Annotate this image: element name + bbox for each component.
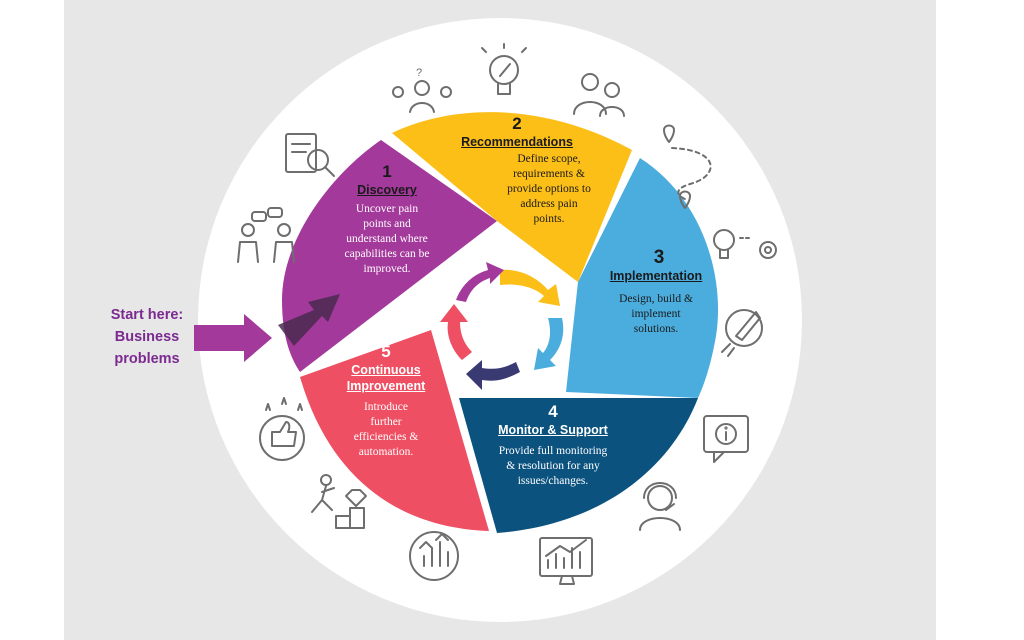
desc-line: points and xyxy=(363,218,411,230)
segment-discovery xyxy=(282,140,497,372)
step-recommendations: 2 Recommendations xyxy=(452,114,582,150)
desc-line: requirements & xyxy=(513,168,585,180)
desc-line: capabilities can be xyxy=(344,248,430,260)
step-description: Provide full monitoring & resolution for… xyxy=(478,444,628,489)
start-label: Start here: Business problems xyxy=(100,304,194,370)
desc-line: Provide full monitoring xyxy=(498,445,608,457)
desc-line: further xyxy=(370,416,402,428)
lightbulb-pencil-icon xyxy=(481,43,527,95)
step-description: Design, build & implement solutions. xyxy=(596,292,716,337)
desc-line: Design, build & xyxy=(619,293,693,305)
step-number: 1 xyxy=(382,162,392,181)
step-title: Implementation xyxy=(609,269,703,283)
start-arrow-into-cycle xyxy=(278,294,340,346)
desc-line: automation. xyxy=(358,446,414,458)
thumbs-up-stars-icon xyxy=(259,397,305,461)
desc-line: understand where xyxy=(346,233,428,245)
desc-line: efficiencies & xyxy=(353,431,419,443)
document-search-icon xyxy=(285,133,335,177)
desc-line: solutions. xyxy=(633,323,679,335)
cycle-arrow-red xyxy=(440,304,472,360)
cycle-arrow-navy xyxy=(466,360,520,390)
route-map-icon xyxy=(663,124,712,209)
chat-people-icon xyxy=(237,207,295,263)
step-title-line-2: Improvement xyxy=(346,379,426,393)
cycle-arrows xyxy=(440,262,564,390)
confused-person-icon: ? xyxy=(392,67,452,113)
step-continuous-improvement: 5 Continuous Improvement Introduce furth… xyxy=(326,342,446,460)
start-line-2: Business xyxy=(114,329,180,345)
start-line-1: Start here: xyxy=(110,307,184,323)
step-description: Define scope, requirements & provide opt… xyxy=(490,152,608,227)
step-number: 3 xyxy=(653,247,665,268)
step-number: 5 xyxy=(381,342,391,361)
segment-monitor-support xyxy=(459,398,698,533)
cycle-arrow-purple xyxy=(456,262,504,302)
desc-line: Introduce xyxy=(363,401,409,413)
segment-continuous-improvement xyxy=(300,330,489,531)
desc-line: address pain xyxy=(520,198,578,210)
cycle-growth-icon xyxy=(409,531,459,581)
growth-chart-icon xyxy=(539,537,593,585)
information-icon xyxy=(703,415,749,463)
meeting-people-icon xyxy=(573,73,625,117)
desc-line: & resolution for any xyxy=(506,460,600,472)
idea-gears-icon xyxy=(713,229,777,259)
step-description: Introduce further efficiencies & automat… xyxy=(326,400,446,460)
step-discovery: 1 Discovery Uncover pain points and unde… xyxy=(322,162,452,277)
step-title: Recommendations xyxy=(461,135,573,149)
desc-line: points. xyxy=(533,213,565,225)
step-monitor-support: 4 Monitor & Support Provide full monitor… xyxy=(478,402,628,489)
desc-line: provide options to xyxy=(507,183,591,195)
start-line-3: problems xyxy=(114,351,180,367)
desc-line: issues/changes. xyxy=(517,475,589,487)
desc-line: Uncover pain xyxy=(355,203,419,215)
cycle-arrow-blue xyxy=(534,318,564,370)
step-title-line-1: Continuous xyxy=(351,363,421,377)
step-number: 4 xyxy=(548,402,558,421)
desc-line: improved. xyxy=(363,263,411,275)
rocket-gear-icon xyxy=(721,309,763,357)
segment-recommendations xyxy=(392,112,632,282)
success-climb-icon xyxy=(311,474,367,529)
step-number: 2 xyxy=(512,114,522,133)
support-headset-icon xyxy=(639,482,681,531)
step-implementation: 3 Implementation Design, build & impleme… xyxy=(596,248,716,337)
desc-line: Define scope, xyxy=(517,153,581,165)
segment-implementation xyxy=(566,158,719,398)
step-title: Monitor & Support xyxy=(498,423,608,437)
cycle-arrow-yellow xyxy=(500,269,560,306)
desc-line: implement xyxy=(631,308,681,320)
step-title: Discovery xyxy=(357,183,417,197)
start-arrow xyxy=(194,314,272,362)
step-recommendations-description: Define scope, requirements & provide opt… xyxy=(490,152,608,227)
step-description: Uncover pain points and understand where… xyxy=(322,202,452,277)
svg-text:?: ? xyxy=(416,67,422,79)
